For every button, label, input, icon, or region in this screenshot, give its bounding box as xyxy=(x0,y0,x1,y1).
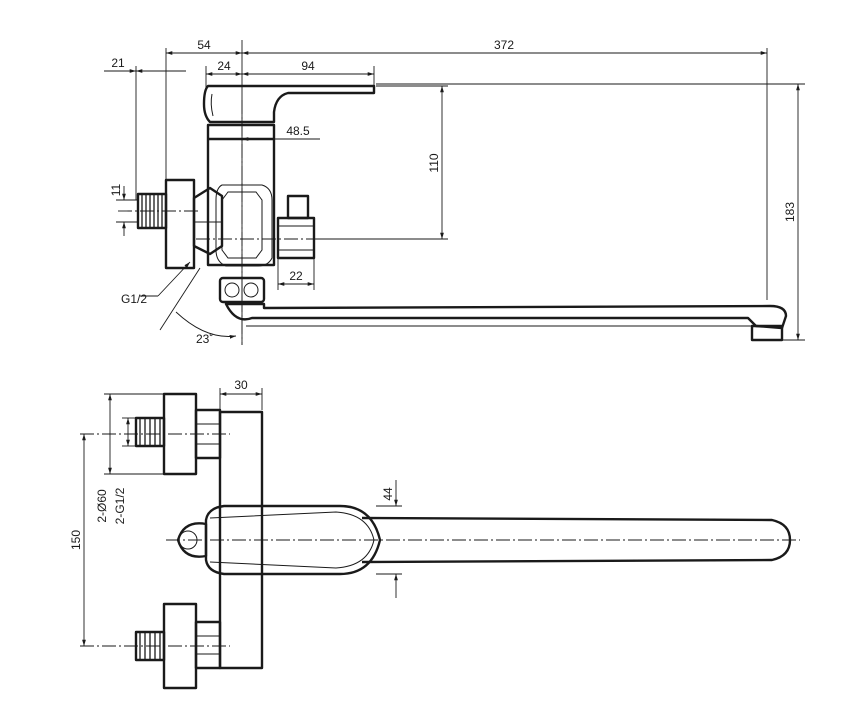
dimension-21: 21 xyxy=(104,56,186,200)
dimension-g12: 2-G1/2 xyxy=(113,417,138,524)
dim-150-label: 150 xyxy=(69,530,83,550)
dimension-24: 24 xyxy=(205,59,242,90)
thread-annotation: G1/2 23˚ xyxy=(121,261,237,346)
top-view: 30 xyxy=(69,378,800,690)
dim-48-5-label: 48.5 xyxy=(286,124,310,138)
dimension-48-5: 48.5 xyxy=(242,124,320,141)
dimension-183: 183 xyxy=(376,83,805,341)
dim-44-label: 44 xyxy=(381,487,395,501)
dim-phi60-label: 2-Ø60 xyxy=(95,489,109,523)
dim-30-label: 30 xyxy=(234,378,248,392)
dimension-30: 30 xyxy=(219,378,263,410)
angle-label: 23˚ xyxy=(196,332,213,346)
wall-flange xyxy=(164,178,196,270)
diverter-body xyxy=(276,216,316,260)
mixer-handle xyxy=(202,84,376,124)
dim-22-label: 22 xyxy=(289,269,303,283)
aerator xyxy=(750,324,784,342)
dim-54-label: 54 xyxy=(197,38,211,52)
mixer-body-top xyxy=(204,504,382,576)
dim-11-label: 11 xyxy=(109,183,123,196)
diverter-knob xyxy=(286,194,310,220)
dimension-110: 110 xyxy=(314,85,448,240)
dimension-44: 44 xyxy=(376,480,402,598)
dim-183-label: 183 xyxy=(783,202,797,222)
dimension-22: 22 xyxy=(277,258,315,290)
upper-thread xyxy=(134,416,166,448)
dimension-150: 150 xyxy=(69,434,86,646)
dimension-94: 94 xyxy=(242,59,375,86)
dimension-phi60: 2-Ø60 xyxy=(95,393,166,523)
dim-94-label: 94 xyxy=(301,59,315,73)
spout xyxy=(224,302,788,330)
dimension-372: 372 xyxy=(242,38,768,300)
mixer-body xyxy=(206,123,276,267)
dim-g12-label: 2-G1/2 xyxy=(113,487,127,524)
dim-24-label: 24 xyxy=(217,59,231,73)
dim-372-label: 372 xyxy=(494,38,514,52)
dim-21-label: 21 xyxy=(111,56,125,70)
dimension-11: 11 xyxy=(109,183,200,236)
dim-110-label: 110 xyxy=(427,153,441,172)
thread-label: G1/2 xyxy=(121,292,147,306)
side-view: 54 372 21 24 94 xyxy=(104,38,805,346)
